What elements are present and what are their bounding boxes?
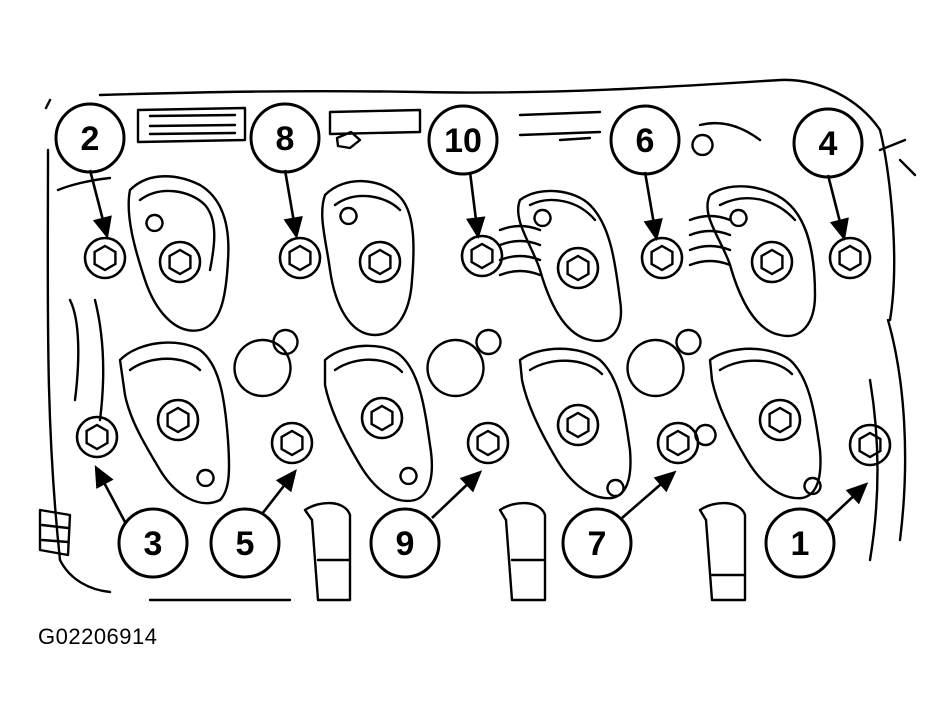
callout-circle [209,507,281,579]
rocker-bolt-1 [158,240,202,284]
callout-6: 6 [609,104,681,242]
callout-number: 4 [819,125,838,163]
head-bolt-2 [83,236,127,280]
arrow-head [92,215,112,239]
arrow-head [653,470,677,493]
callout-number: 9 [396,525,415,563]
callout-8: 8 [249,102,321,240]
head-bolt-7 [656,421,700,465]
callout-number: 1 [791,525,810,563]
rocker-bolt-6 [360,396,404,440]
callout-2: 2 [54,102,126,239]
head-bolts [75,234,892,467]
arrow-head [459,470,483,493]
callout-number: 6 [636,122,655,160]
figure-id-label: G02206914 [38,624,158,649]
arrow-head [829,217,849,241]
head-bolt-4 [828,236,872,280]
arrow-head [643,217,663,242]
callout-7: 7 [561,470,677,579]
callout-circle [369,507,441,579]
head-bolt-5 [270,421,314,465]
callout-number: 2 [81,120,100,158]
arrow-head [465,216,486,240]
callout-4: 4 [792,107,864,241]
callout-number: 3 [144,525,163,563]
head-bolt-8 [278,236,322,280]
callout-circle [764,507,836,579]
callout-number: 8 [276,120,295,158]
rocker-bolt-8 [758,398,802,442]
arrow-head [94,465,114,489]
head-bolt-1 [848,423,892,467]
callout-9: 9 [369,470,483,579]
callout-10: 10 [427,104,499,240]
callout-circle [117,507,189,579]
cylinder-head-line-art [38,78,917,602]
callout-circle [427,104,499,176]
arrow-head [275,469,297,493]
callout-1: 1 [764,482,869,579]
head-bolt-9 [466,421,510,465]
arrow-head [283,215,303,240]
head-bolt-6 [640,236,684,280]
rocker-bolt-4 [750,240,794,284]
rocker-bolt-3 [556,246,600,290]
callout-number: 10 [444,122,482,160]
arrow-head [845,482,869,505]
rocker-bolt-7 [556,403,600,447]
head-bolt-3 [75,415,119,459]
callout-number: 5 [236,525,255,563]
callout-5: 5 [209,469,297,579]
callout-circle [561,507,633,579]
callout-number: 7 [588,525,607,563]
callouts: 1 2 3 4 5 6 7 8 9 10 [54,102,869,579]
rocker-bolt-5 [156,398,200,442]
rocker-bolt-2 [358,240,402,284]
callout-3: 3 [94,465,189,579]
head-bolt-10 [460,234,504,278]
